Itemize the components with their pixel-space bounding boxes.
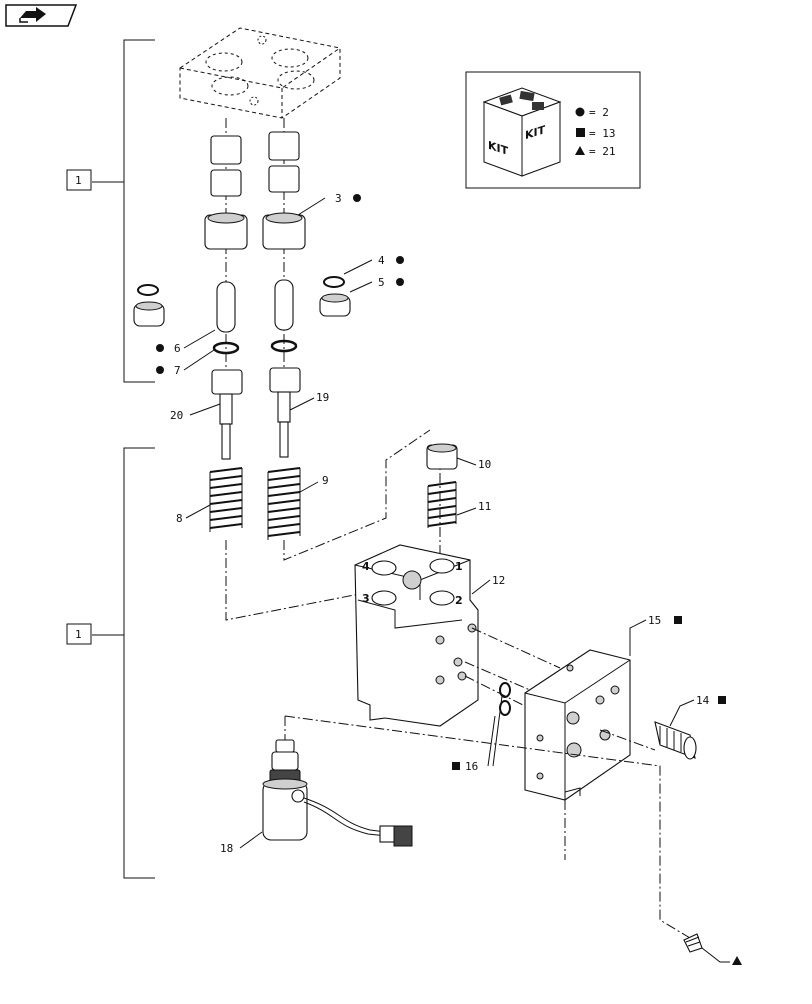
kit-triangle-icon <box>732 956 742 965</box>
kit-legend-square-text: = 13 <box>589 127 616 140</box>
cap-10 <box>426 443 458 470</box>
kit-circle-icon <box>353 194 361 202</box>
spring-11 <box>427 481 457 528</box>
port-label-1: 1 <box>455 560 463 573</box>
callout-16: 16 <box>465 760 478 773</box>
callout-4: 4 <box>378 254 385 267</box>
kit-circle-icon <box>396 256 404 264</box>
snap-ring-and-seat-left <box>133 284 165 327</box>
kit-circle-icon <box>156 366 164 374</box>
callout-6: 6 <box>174 342 181 355</box>
valve-body-12: 4 1 3 2 <box>354 544 479 727</box>
plug-14 <box>599 721 697 760</box>
kit-square-icon <box>718 696 726 704</box>
top-plate <box>179 27 341 119</box>
snap-ring-and-seat-right <box>319 276 351 317</box>
kit-box-icon: KIT KIT <box>482 87 562 177</box>
callout-14: 14 <box>696 694 710 707</box>
callout-9: 9 <box>322 474 329 487</box>
callout-8: 8 <box>176 512 183 525</box>
port-label-2: 2 <box>455 594 463 607</box>
group-bracket-lower: 1 <box>66 447 155 879</box>
group-bracket-upper: 1 <box>66 39 155 383</box>
callout-11: 11 <box>478 500 491 513</box>
callout-7: 7 <box>174 364 181 377</box>
kit-legend-box: KIT KIT = 2 = 13 = 21 <box>465 71 641 189</box>
plug-triangle-kit <box>683 933 703 953</box>
kit-legend-circle-text: = 2 <box>589 106 609 119</box>
callout-5: 5 <box>378 276 385 289</box>
callout-19: 19 <box>316 391 329 404</box>
port-label-4: 4 <box>362 560 370 573</box>
kit-circle-icon <box>156 344 164 352</box>
kit-square-icon <box>674 616 682 624</box>
port-label-3: 3 <box>362 592 370 605</box>
cover-plate-15 <box>524 649 631 801</box>
callout-12: 12 <box>492 574 505 587</box>
callout-20: 20 <box>170 409 183 422</box>
kit-legend-triangle-text: = 21 <box>589 145 616 158</box>
kit-circle-icon <box>575 107 585 117</box>
next-page-button[interactable] <box>5 4 78 27</box>
kit-square-icon <box>452 762 460 770</box>
callout-10: 10 <box>478 458 491 471</box>
kit-circle-icon <box>396 278 404 286</box>
left-valve-stack <box>204 118 248 532</box>
group-label-lower: 1 <box>75 628 82 641</box>
kit-square-icon <box>576 128 585 137</box>
callouts: 3 4 5 6 7 20 19 8 9 10 11 <box>156 192 742 965</box>
callout-3: 3 <box>335 192 342 205</box>
kit-triangle-icon <box>575 146 585 155</box>
solenoid-18 <box>262 739 413 847</box>
next-page-arrow-icon <box>19 7 46 23</box>
callout-15: 15 <box>648 614 661 627</box>
callout-18: 18 <box>220 842 233 855</box>
right-valve-stack <box>262 118 306 540</box>
group-label-upper: 1 <box>75 174 82 187</box>
